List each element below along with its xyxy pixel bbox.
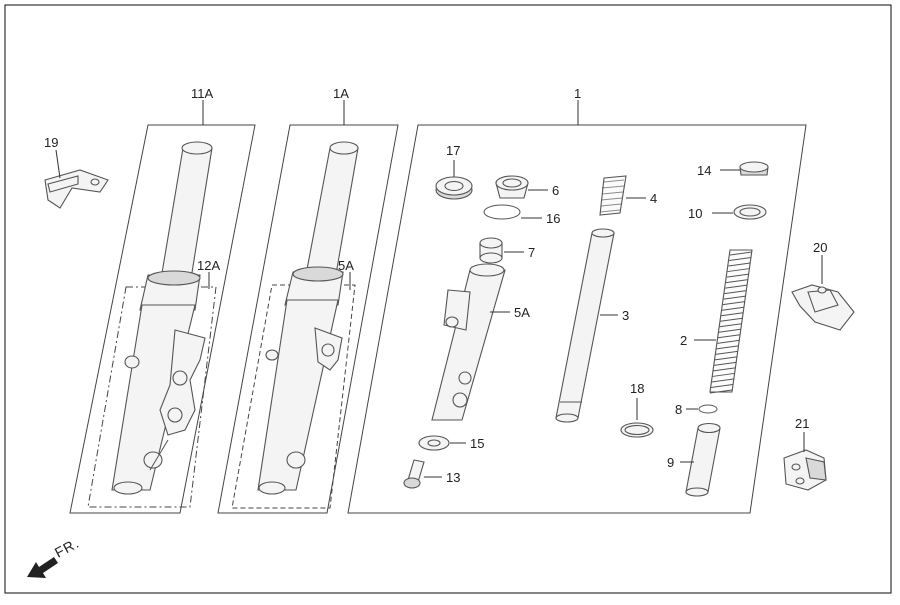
part-21-bracket: 21 — [783, 416, 827, 491]
label-17: 17 — [446, 143, 460, 158]
label-14: 14 — [697, 163, 711, 178]
panel-1-frame — [347, 124, 807, 514]
fork-1a — [257, 141, 359, 495]
part-15-washer: 15 — [418, 435, 484, 451]
label-20: 20 — [813, 240, 827, 255]
label-8: 8 — [675, 402, 682, 417]
part-8-small-ring: 8 — [675, 402, 718, 417]
part-2-long-spring: 2 — [680, 249, 753, 394]
label-5a: 5A — [514, 305, 530, 320]
part-20-bracket: 20 — [791, 240, 855, 331]
panel-1a-frame — [217, 124, 399, 514]
label-13: 13 — [446, 470, 460, 485]
part-6-dust-seal: 6 — [495, 175, 559, 199]
label-19: 19 — [44, 135, 58, 150]
label-7: 7 — [528, 245, 535, 260]
label-5a-left: 5A — [338, 258, 354, 273]
label-21: 21 — [795, 416, 809, 431]
assembly-11a: 11A 12A — [69, 86, 256, 514]
part-7-bushing: 7 — [479, 237, 535, 264]
fork-11a — [111, 141, 213, 495]
label-18: 18 — [630, 381, 644, 396]
part-5a-outer-tube: 5A — [431, 263, 530, 421]
label-16: 16 — [546, 211, 560, 226]
assembly-1a: 1A 5A — [217, 86, 399, 514]
label-15: 15 — [470, 436, 484, 451]
label-12a: 12A — [197, 258, 220, 273]
label-9: 9 — [667, 455, 674, 470]
part-14-cap: 14 — [697, 161, 769, 178]
label-1: 1 — [574, 86, 581, 101]
label-11a: 11A — [191, 86, 213, 101]
label-4: 4 — [650, 191, 657, 206]
part-4-short-spring: 4 — [599, 175, 657, 216]
front-direction-label: FR. — [52, 535, 82, 561]
part-18-o-ring: 18 — [620, 381, 654, 438]
part-19-bracket: 19 — [44, 135, 109, 209]
label-3: 3 — [622, 308, 629, 323]
assembly-1: 1 17 6 16 7 — [347, 86, 807, 514]
part-13-bolt: 13 — [403, 459, 460, 489]
part-10-ring: 10 — [688, 204, 767, 221]
label-2: 2 — [680, 333, 687, 348]
part-17-oil-seal: 17 — [435, 143, 473, 200]
front-direction-arrow-icon — [27, 557, 58, 578]
label-6: 6 — [552, 183, 559, 198]
label-1a: 1A — [333, 86, 349, 101]
part-16-clip: 16 — [483, 204, 560, 226]
part-3-inner-tube: 3 — [555, 228, 629, 423]
panel-11a-frame — [69, 124, 256, 514]
outer-border — [4, 4, 892, 594]
label-10: 10 — [688, 206, 702, 221]
panel-5a-frame — [231, 284, 356, 509]
part-9-cylinder: 9 — [667, 422, 721, 497]
